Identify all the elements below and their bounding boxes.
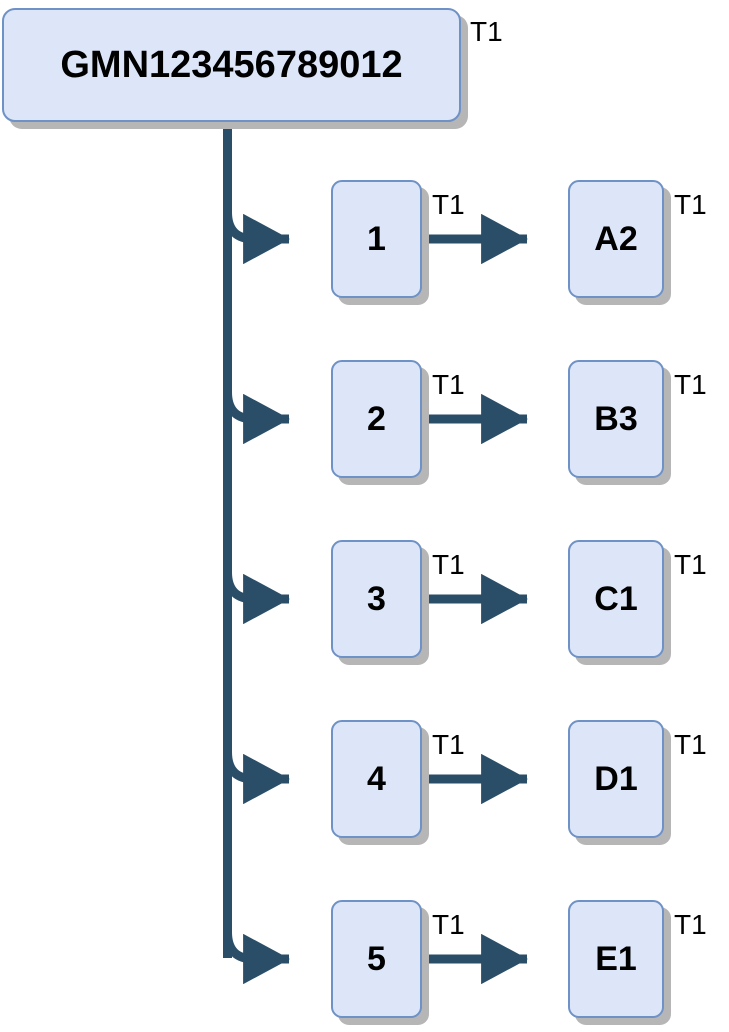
mid-node-3[interactable]: 3 [331,540,422,658]
mid-node-1[interactable]: 1 [331,180,422,298]
mid-node-5[interactable]: 5 [331,900,422,1018]
leaf-node-tag-2: T1 [674,369,707,400]
root-node[interactable]: GMN123456789012 [2,8,461,122]
leaf-node-1[interactable]: A2 [568,180,664,298]
mid-node-tag-4: T1 [432,729,465,760]
mid-node-2[interactable]: 2 [331,360,422,478]
leaf-node-2[interactable]: B3 [568,360,664,478]
branch-arrow-5 [223,931,290,985]
leaf-node-5[interactable]: E1 [568,900,664,1018]
leaf-node-3[interactable]: C1 [568,540,664,658]
leaf-node-tag-4: T1 [674,729,707,760]
branch-arrow-1 [223,211,290,265]
leaf-node-4[interactable]: D1 [568,720,664,838]
branch-arrow-4 [223,751,290,805]
branch-arrow-3 [223,571,290,625]
mid-node-tag-5: T1 [432,909,465,940]
branch-arrow-2 [223,391,290,445]
mid-node-tag-1: T1 [432,189,465,220]
leaf-node-tag-1: T1 [674,189,707,220]
leaf-node-tag-3: T1 [674,549,707,580]
mid-node-4[interactable]: 4 [331,720,422,838]
leaf-node-tag-5: T1 [674,909,707,940]
mid-node-tag-2: T1 [432,369,465,400]
root-node-tag: T1 [470,16,503,47]
mid-node-tag-3: T1 [432,549,465,580]
